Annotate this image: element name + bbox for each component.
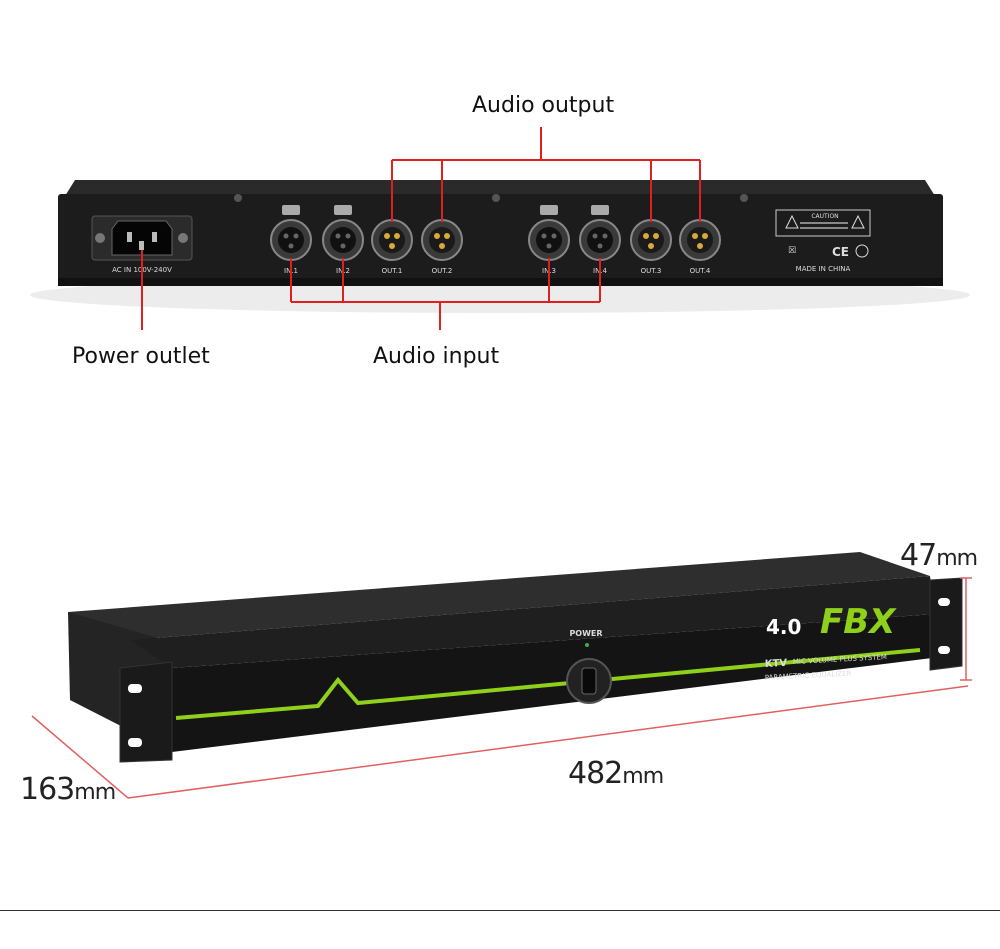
- caution-text: CAUTION: [811, 213, 838, 220]
- recycle-icon: [855, 244, 869, 258]
- bottom-divider: [0, 910, 1000, 911]
- width-dimension: 482mm: [568, 756, 664, 791]
- port-label: OUT.1: [382, 267, 403, 275]
- power-label: POWER: [569, 629, 602, 638]
- xlr-in-4[interactable]: [579, 205, 621, 261]
- rear-panel: [58, 194, 943, 284]
- caution-label: CAUTION: [775, 209, 871, 237]
- xlr-in-2[interactable]: [322, 205, 364, 261]
- screw: [740, 194, 748, 202]
- audio-output-callout: Audio output: [472, 93, 615, 118]
- weee-icon: ☒: [788, 246, 796, 256]
- screw: [492, 194, 500, 202]
- brand-logo: FBX: [820, 602, 897, 642]
- xlr-in-1[interactable]: [270, 205, 312, 261]
- port-label: OUT.2: [432, 267, 453, 275]
- power-outlet-callout: Power outlet: [72, 344, 210, 369]
- xlr-out-1[interactable]: [371, 219, 413, 261]
- ce-mark: CE: [832, 245, 849, 259]
- port-label: OUT.3: [641, 267, 662, 275]
- xlr-out-4[interactable]: [679, 219, 721, 261]
- port-label: OUT.4: [690, 267, 711, 275]
- rear-chassis-top: [65, 180, 935, 196]
- made-in-label: MADE IN CHINA: [796, 265, 851, 273]
- power-inlet: [91, 215, 193, 261]
- dimension-lines: [31, 577, 972, 799]
- audio-input-callout: Audio input: [373, 344, 500, 369]
- front-unit: [68, 552, 963, 763]
- xlr-out-3[interactable]: [630, 219, 672, 261]
- xlr-out-2[interactable]: [421, 219, 463, 261]
- ktv-label: KTV: [765, 658, 788, 670]
- xlr-in-3[interactable]: [528, 205, 570, 261]
- depth-dimension: 163mm: [20, 772, 116, 807]
- callout-lines: [141, 127, 701, 330]
- height-dimension: 47mm: [900, 538, 978, 573]
- version-label: 4.0: [766, 615, 801, 639]
- screw: [234, 194, 242, 202]
